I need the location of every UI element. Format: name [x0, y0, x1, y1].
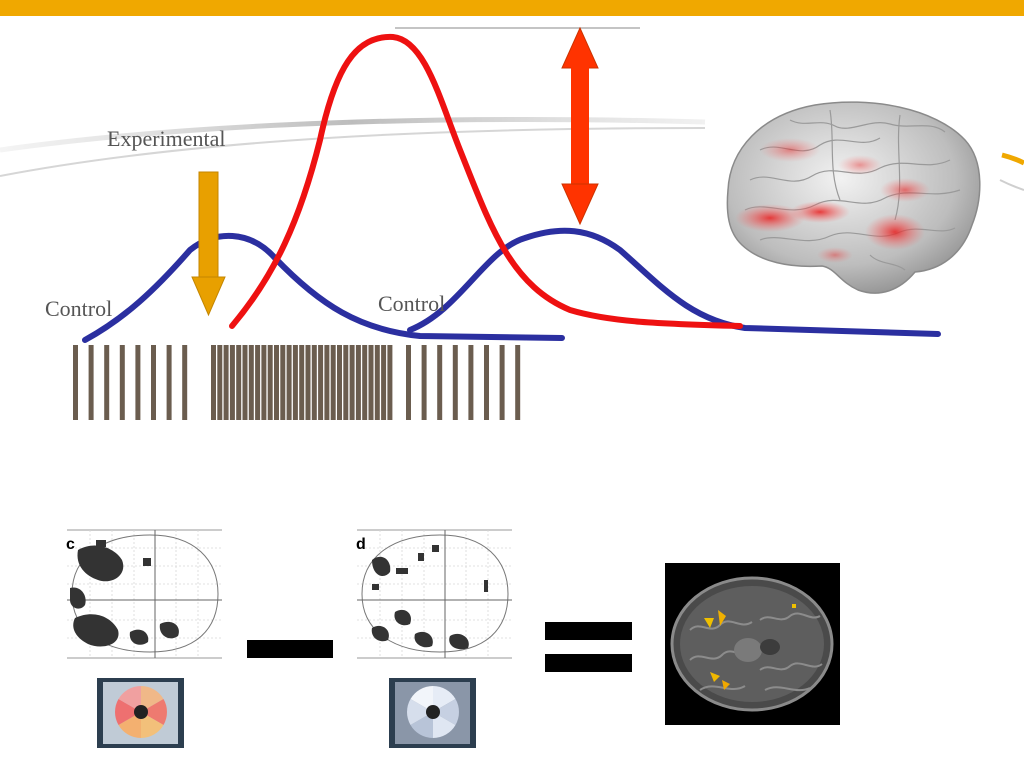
control-response-curve-left: [82, 232, 565, 343]
stimulus-bar: [318, 345, 324, 420]
background-swoosh: [0, 116, 1024, 191]
stimulus-bar: [211, 345, 216, 420]
color-wheel-stimulus: [97, 678, 184, 748]
stimulus-bar: [135, 345, 141, 420]
stimulus-bar: [387, 345, 393, 420]
stimulus-bar: [330, 345, 336, 420]
stimulus-bar: [337, 345, 342, 420]
stimulus-bar: [151, 345, 156, 420]
panel-c-letter: c: [66, 536, 75, 553]
control-label-right: Control: [378, 291, 445, 316]
stimulus-bar: [355, 345, 361, 420]
stimulus-bars: [73, 345, 521, 420]
stimulus-bar: [261, 345, 267, 420]
stimulus-bar: [292, 345, 298, 420]
stimulus-bar: [217, 345, 223, 420]
equals-operator: [545, 622, 632, 672]
stimulus-bar: [437, 345, 443, 420]
stimulus-bar: [305, 345, 311, 420]
stimulus-bar: [267, 345, 273, 420]
stimulus-bar: [368, 345, 374, 420]
stimulus-bar: [343, 345, 349, 420]
stimulus-bar: [299, 345, 305, 420]
stimulus-bar: [499, 345, 505, 420]
stimulus-bar: [242, 345, 248, 420]
stimulus-bar: [468, 345, 474, 420]
stimulus-bar: [236, 345, 242, 420]
stimulus-bar: [73, 345, 78, 420]
stimulus-bar: [349, 345, 355, 420]
stimulus-bar: [223, 345, 229, 420]
control-response-curve-right: [407, 227, 941, 337]
control-label-left: Control: [45, 296, 112, 321]
stimulus-bar: [381, 345, 387, 420]
glass-brain-panel-d: d: [356, 529, 512, 659]
stimulus-bar: [452, 345, 458, 420]
stimulus-bar: [515, 345, 521, 420]
difference-double-arrow: [561, 26, 599, 226]
stimulus-bar: [280, 345, 286, 420]
stimulus-bar: [324, 345, 330, 420]
stimulus-bar: [104, 345, 110, 420]
stimulus-bar: [119, 345, 125, 420]
panel-d-letter: d: [356, 536, 366, 553]
stimulus-bar: [255, 345, 261, 420]
minus-operator: [247, 640, 333, 658]
stimulus-bar: [406, 345, 411, 420]
stimulus-bar: [274, 345, 279, 420]
brain-activation-render: [726, 101, 981, 294]
stimulus-bar: [421, 345, 427, 420]
mri-slice-image: [665, 563, 840, 725]
stimulus-bar: [311, 345, 317, 420]
stimulus-bar: [286, 345, 292, 420]
stimulus-bar: [182, 345, 188, 420]
stimulus-bar: [166, 345, 172, 420]
stimulus-bar: [374, 345, 380, 420]
stimulus-onset-arrow: [191, 171, 226, 317]
stimulus-bar: [248, 345, 254, 420]
experimental-label: Experimental: [107, 126, 226, 151]
experimental-response-curve: [229, 33, 743, 329]
glass-brain-panel-c: c: [66, 529, 222, 659]
stimulus-bar: [229, 345, 235, 420]
stimulus-bar: [484, 345, 489, 420]
grayscale-wheel-stimulus: [389, 678, 476, 748]
header-accent-bar: [0, 0, 1024, 16]
stimulus-bar: [362, 345, 368, 420]
stimulus-bar: [88, 345, 94, 420]
